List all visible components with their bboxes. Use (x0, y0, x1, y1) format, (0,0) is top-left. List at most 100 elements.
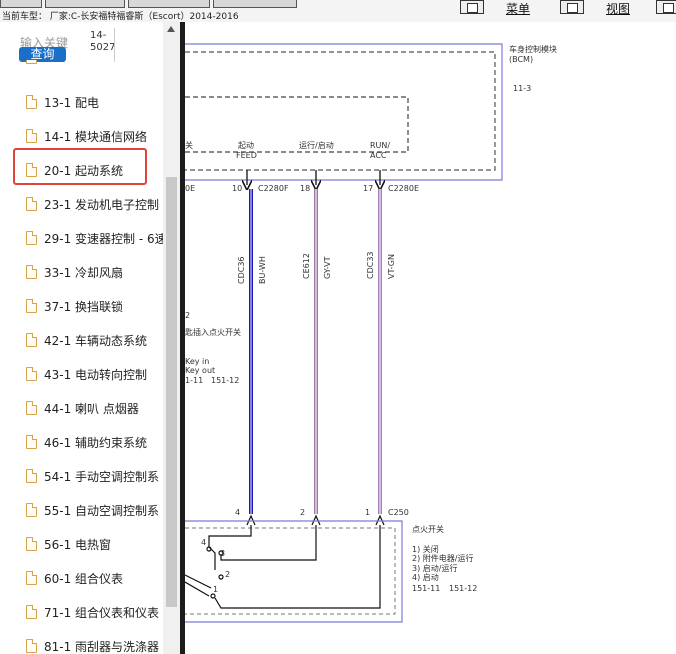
pin-18: 18 (300, 184, 310, 193)
tree-item[interactable]: 23-1 发动机电子控制 (26, 194, 171, 218)
tree-item-label: 33-1 冷却风扇 (44, 266, 124, 280)
ignition-title: 点火开关 (412, 524, 444, 534)
extra-icon[interactable] (656, 0, 676, 14)
scrollbar-thumb[interactable] (166, 177, 177, 607)
tree-item-label: 46-1 辅助约束系统 (44, 436, 148, 450)
tree-item-label: 81-1 雨刮器与洗涤器 (44, 640, 160, 654)
tree-item-label: 43-1 电动转向控制 (44, 368, 148, 382)
document-icon (26, 231, 37, 245)
tree-item-label: 56-1 电热窗 (44, 538, 112, 552)
document-icon (26, 571, 37, 585)
bcm-ref: 11-3 (513, 84, 531, 93)
tree-item[interactable]: 42-1 车辆动态系统 (26, 330, 171, 354)
toolbar-button-3[interactable] (128, 0, 210, 8)
tree-item[interactable]: 37-1 换挡联锁 (26, 296, 171, 320)
pin-left-partial: 0E (185, 184, 195, 193)
pin-17: 17 (363, 184, 373, 193)
document-icon (26, 367, 37, 381)
code-line-1: 14- (90, 30, 107, 41)
tree-item-selected[interactable]: 20-1 起动系统 (26, 160, 171, 184)
tree-item[interactable]: 54-1 手动空调控制系 (26, 466, 171, 490)
top-toolbar: 当前车型： 厂家:C-长安福特福睿斯（Escort）2014-2016 菜单 视… (0, 0, 676, 22)
document-icon (26, 60, 37, 64)
tree-item-label: 71-1 组合仪表和仪表 (44, 606, 160, 620)
search-button[interactable]: 查询 (19, 47, 66, 62)
tree-item[interactable]: 29-1 变速器控制 - 6速 (26, 228, 171, 252)
search-input[interactable]: 输入关键 (20, 36, 69, 50)
tree-item[interactable]: 46-1 辅助约束系统 (26, 432, 171, 456)
document-icon (26, 605, 37, 619)
document-icon (26, 469, 37, 483)
bcm-module-box: 车身控制模块 (BCM) 11-3 (185, 43, 557, 181)
ignition-pos3: 3) 启动/运行 (412, 563, 457, 573)
pane-divider[interactable] (180, 22, 185, 654)
tree-item[interactable]: 13-1 配电 (26, 92, 171, 116)
toolbar-button-2[interactable] (45, 0, 125, 8)
pin-label-run-en: RUN/ (370, 141, 390, 150)
note-number: 2 (185, 311, 190, 320)
wire1-code: CDC36 (237, 256, 246, 284)
tree-item-label: 13-1 配电 (44, 96, 100, 110)
scroll-up-arrow-icon[interactable] (167, 26, 175, 32)
tree-item[interactable]: 33-1 冷却风扇 (26, 262, 171, 286)
document-icon (26, 129, 37, 143)
connector-c2280e: C2280E (388, 184, 419, 193)
sidebar-scrollbar[interactable] (163, 22, 180, 654)
selection-highlight (13, 148, 147, 185)
tree-item-label: 23-1 发动机电子控制 (44, 198, 160, 212)
key-in: Key in (185, 357, 209, 366)
wire3-color: VT-GN (387, 254, 396, 279)
pin-label-acc-en: ACC (370, 151, 387, 160)
view-link[interactable]: 视图 (606, 2, 631, 16)
document-icon (26, 197, 37, 211)
wiring-diagram: 车身控制模块 (BCM) 11-3 关 起动 FEED 运行/启动 RUN/ A… (185, 22, 676, 654)
tree-item-label: 29-1 变速器控制 - 6速 (44, 232, 167, 246)
tree-item[interactable]: 14-1 模块通信网络 (26, 126, 171, 150)
tree-item[interactable]: 81-1 雨刮器与洗涤器 (26, 636, 171, 654)
document-icon (26, 299, 37, 313)
document-icon (26, 537, 37, 551)
connector-c2280f: C2280F (258, 184, 289, 193)
switch-pos-1: 1 (213, 585, 218, 594)
wire2-color: GY-VT (323, 256, 332, 279)
pin-label-run: 运行/启动 (299, 140, 334, 150)
menu-link[interactable]: 菜单 (506, 2, 531, 16)
tree-item-label: 55-1 自动空调控制系 (44, 504, 160, 518)
switch-contacts (185, 525, 381, 609)
connector-c250: C250 (388, 508, 409, 517)
tree-item-label: 60-1 组合仪表 (44, 572, 124, 586)
document-icon (26, 95, 37, 109)
tree-item-label: 54-1 手动空调控制系 (44, 470, 160, 484)
view-icon[interactable] (560, 0, 584, 14)
pin-10: 10 (232, 184, 242, 193)
sidebar: 输入关键 查询 14- 5027 13-1 配电 14-1 模块通信网络 20-… (0, 22, 180, 654)
tree-item[interactable]: 44-1 喇叭 点烟器 (26, 398, 171, 422)
tree-item[interactable]: 55-1 自动空调控制系 (26, 500, 171, 524)
switch-pos-2: 2 (225, 570, 230, 579)
tree-item[interactable]: 43-1 电动转向控制 (26, 364, 171, 388)
wire2-code: CE612 (302, 253, 311, 279)
menu-icon[interactable] (460, 0, 484, 14)
document-icon (26, 163, 37, 177)
tree-item-partial[interactable] (26, 60, 171, 84)
tree-item[interactable]: 60-1 组合仪表 (26, 568, 171, 592)
document-icon (26, 265, 37, 279)
toolbar-button-1[interactable] (0, 0, 42, 8)
tree-item[interactable]: 56-1 电热窗 (26, 534, 171, 558)
wire3-code: CDC33 (366, 251, 375, 279)
bcm-title: 车身控制模块 (509, 44, 557, 54)
bottom-pin-1: 1 (365, 508, 370, 517)
toolbar-button-4[interactable] (213, 0, 297, 8)
document-icon (26, 639, 37, 653)
tree-item-label: 42-1 车辆动态系统 (44, 334, 148, 348)
wire1-color: BU-WH (258, 256, 267, 284)
ignition-switch-box (185, 520, 403, 623)
document-icon (26, 333, 37, 347)
ignition-pos2: 2) 附件电器/运行 (412, 553, 473, 563)
bottom-connector-arrows (246, 514, 385, 526)
ignition-pos1: 1) 关闭 (412, 544, 439, 554)
note-text: 匙插入点火开关 (185, 327, 241, 337)
document-icon (26, 435, 37, 449)
key-ref1: 1-11 (185, 376, 203, 385)
tree-item[interactable]: 71-1 组合仪表和仪表 (26, 602, 171, 626)
